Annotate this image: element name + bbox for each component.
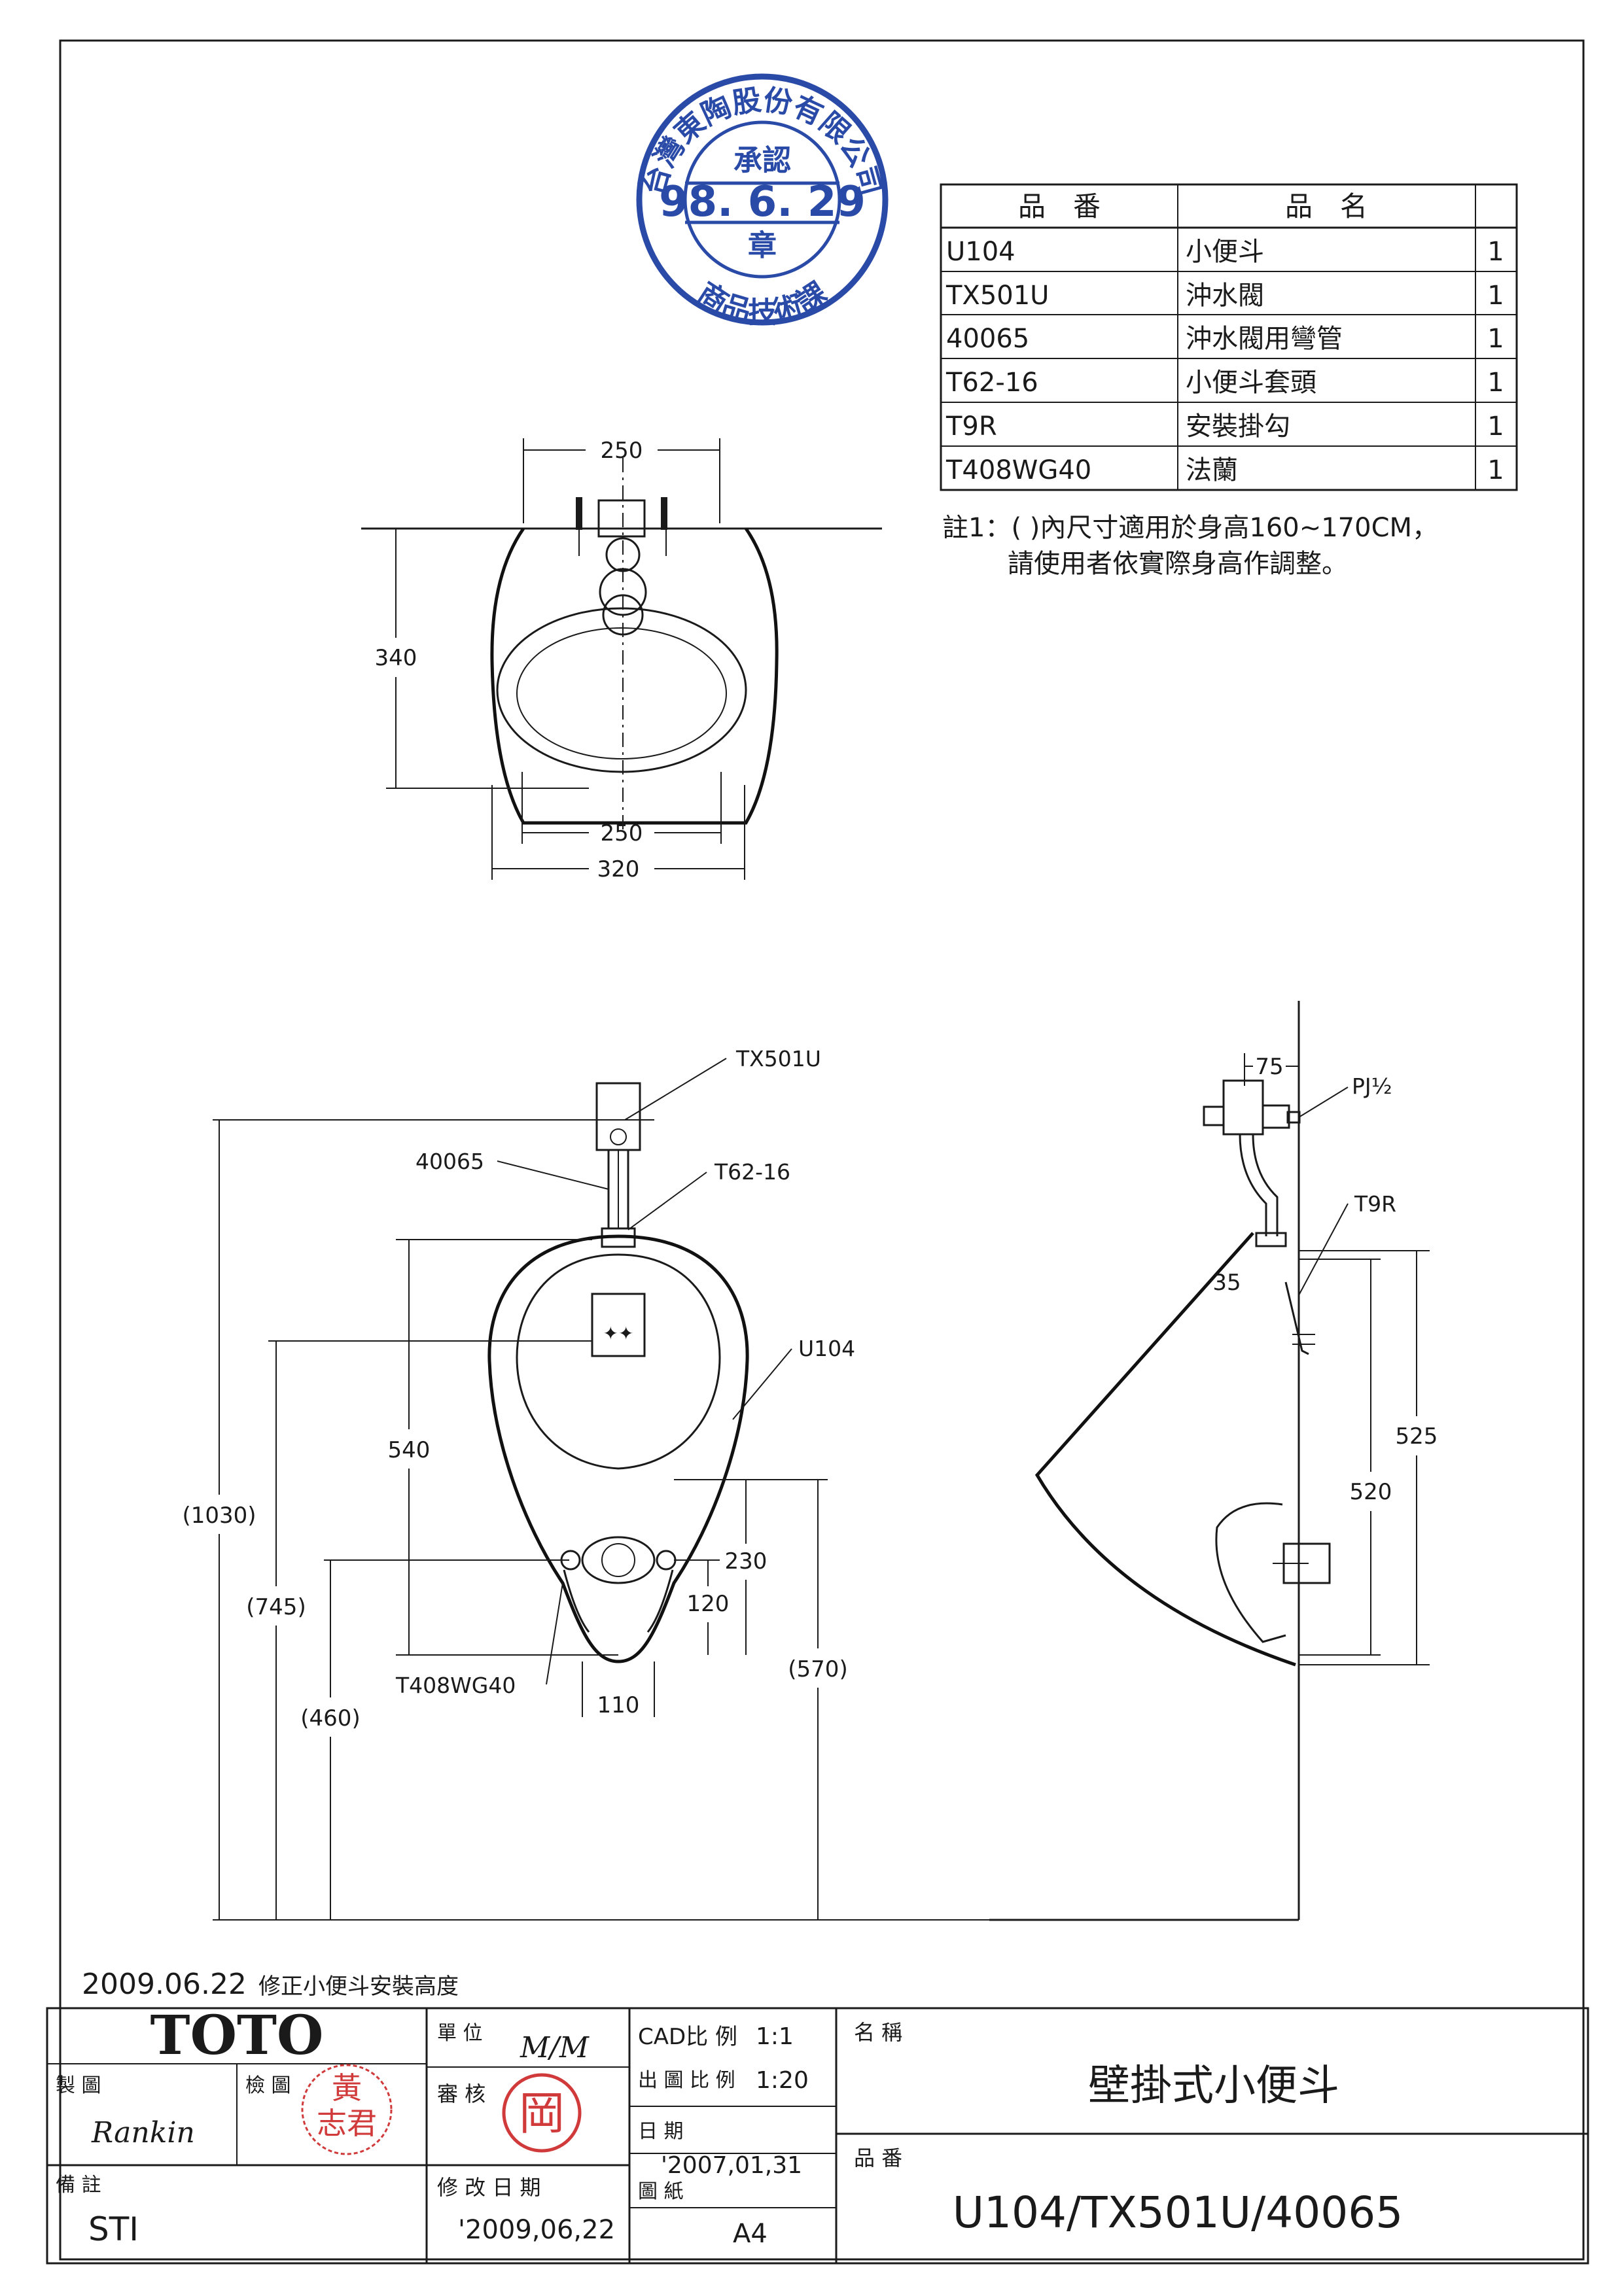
revision-text: 修正小便斗安裝高度	[258, 1974, 459, 2000]
remark-label: 備 註	[56, 2174, 101, 2197]
dim-525: 525	[1396, 1423, 1438, 1450]
stamp-date: 98. 6. 29	[659, 178, 866, 226]
dim-75: 75	[1255, 1054, 1283, 1080]
sheet-border	[59, 39, 1585, 2261]
dim-outer-320: 320	[597, 856, 640, 882]
parts-row-code: 40065	[946, 324, 1029, 354]
date-label: 日 期	[638, 2120, 684, 2143]
label-pj-half: PJ½	[1352, 1073, 1392, 1099]
svg-text:黃: 黃	[332, 2070, 362, 2106]
dim-spud-745: (745)	[246, 1594, 306, 1620]
dim-total-1030: (1030)	[182, 1503, 256, 1529]
parts-table: 品 番 品 名 U104 小便斗 1 TX501U 沖水閥 1 40065 沖水…	[940, 183, 1518, 491]
label-u104: U104	[798, 1336, 855, 1361]
svg-text:志君: 志君	[317, 2106, 377, 2141]
label-40065: 40065	[415, 1149, 484, 1174]
paper-label: 圖 紙	[638, 2180, 684, 2203]
review-label: 審 核	[437, 2081, 485, 2106]
hanger-plate-mark: ✦✦	[603, 1323, 634, 1344]
cad-scale-label: CAD比 例	[638, 2024, 737, 2050]
parts-row-name: 法蘭	[1186, 455, 1238, 485]
part-no-value: U104/TX501U/40065	[953, 2187, 1403, 2238]
parts-row-qty: 1	[1487, 281, 1504, 311]
dim-outlet-460: (460)	[300, 1705, 360, 1731]
modified-label: 修 改 日 期	[437, 2175, 541, 2200]
parts-row-qty: 1	[1487, 237, 1504, 267]
print-scale-value: 1:20	[756, 2067, 809, 2094]
top-view: 250 340 250 320	[361, 438, 882, 882]
dim-230: 230	[725, 1548, 768, 1574]
label-t408wg40: T408WG40	[395, 1673, 516, 1698]
name-value: 壁掛式小便斗	[1088, 2062, 1339, 2110]
drawn-label: 製 圖	[56, 2074, 101, 2097]
stamp-seal: 章	[748, 229, 777, 262]
dim-120: 120	[687, 1591, 730, 1617]
cad-scale-value: 1:1	[756, 2023, 794, 2050]
note-line-1: 註1：( )內尺寸適用於身高160~170CM，	[942, 513, 1438, 543]
parts-row-name: 小便斗套頭	[1186, 368, 1316, 398]
parts-row-code: T62-16	[945, 368, 1038, 398]
dim-inner-250: 250	[601, 820, 643, 846]
dim-height-340: 340	[375, 645, 417, 671]
dim-lip-570: (570)	[788, 1656, 847, 1682]
paper-value: A4	[733, 2219, 768, 2249]
modified-value: '2009,06,22	[458, 2215, 615, 2245]
parts-row-name: 沖水閥用彎管	[1186, 324, 1343, 354]
unit-value: M/M	[520, 2031, 590, 2064]
name-label: 名 稱	[854, 2020, 902, 2045]
front-view: ✦✦ TX501U 40065 T62-16 U104 T408WG40 (10…	[182, 1046, 995, 1921]
drawn-value: Rankin	[91, 2116, 195, 2149]
date-value: '2007,01,31	[661, 2152, 802, 2179]
parts-row-code: U104	[946, 237, 1015, 267]
parts-row-qty: 1	[1487, 411, 1504, 442]
svg-text:岡: 岡	[519, 2087, 565, 2140]
parts-row-code: T9R	[945, 411, 997, 442]
label-t62-16: T62-16	[714, 1159, 790, 1185]
parts-row-qty: 1	[1487, 455, 1504, 485]
unit-label: 單 位	[437, 2022, 483, 2045]
side-view: PJ½ T9R 75 35 525 520	[989, 1001, 1438, 1921]
parts-header-name: 品 名	[1285, 190, 1368, 222]
parts-row-name: 安裝掛勾	[1186, 411, 1290, 442]
revision-date: 2009.06.22	[82, 1968, 247, 2001]
dim-35: 35	[1212, 1270, 1241, 1296]
parts-row-name: 小便斗	[1186, 237, 1264, 267]
part-no-label: 品 番	[854, 2146, 902, 2170]
parts-row-code: T408WG40	[945, 455, 1091, 485]
dim-rim-540: 540	[388, 1437, 431, 1463]
title-block: TOTO 單 位 M/M CAD比 例 1:1 出 圖 比 例 1:20 名 稱…	[46, 2004, 1589, 2265]
print-scale-label: 出 圖 比 例	[638, 2069, 735, 2092]
dim-top-250: 250	[601, 438, 643, 464]
stamp-dept: 商品技術課	[692, 276, 832, 329]
parts-row-name: 沖水閥	[1186, 281, 1264, 311]
stamp-approve: 承認	[733, 144, 791, 177]
approval-stamp: 台灣東陶股份有限公司 商品技術課 承認 98. 6. 29 章	[636, 73, 889, 329]
review-seal: 岡	[502, 2073, 582, 2153]
brand-logo: TOTO	[150, 2004, 324, 2067]
note-line-2: 請使用者依實際身高作調整。	[1008, 549, 1348, 579]
dim-110: 110	[597, 1692, 640, 1718]
dim-520: 520	[1350, 1479, 1392, 1505]
checked-label: 檢 圖	[245, 2074, 291, 2097]
parts-header-code: 品 番	[1018, 190, 1101, 222]
parts-row-code: TX501U	[945, 281, 1049, 311]
parts-row-qty: 1	[1487, 368, 1504, 398]
remark-value: STI	[88, 2210, 139, 2248]
checked-seal: 黃 志君	[301, 2064, 393, 2155]
parts-row-qty: 1	[1487, 324, 1504, 354]
label-tx501u: TX501U	[735, 1046, 821, 1071]
label-t9r: T9R	[1354, 1191, 1396, 1217]
